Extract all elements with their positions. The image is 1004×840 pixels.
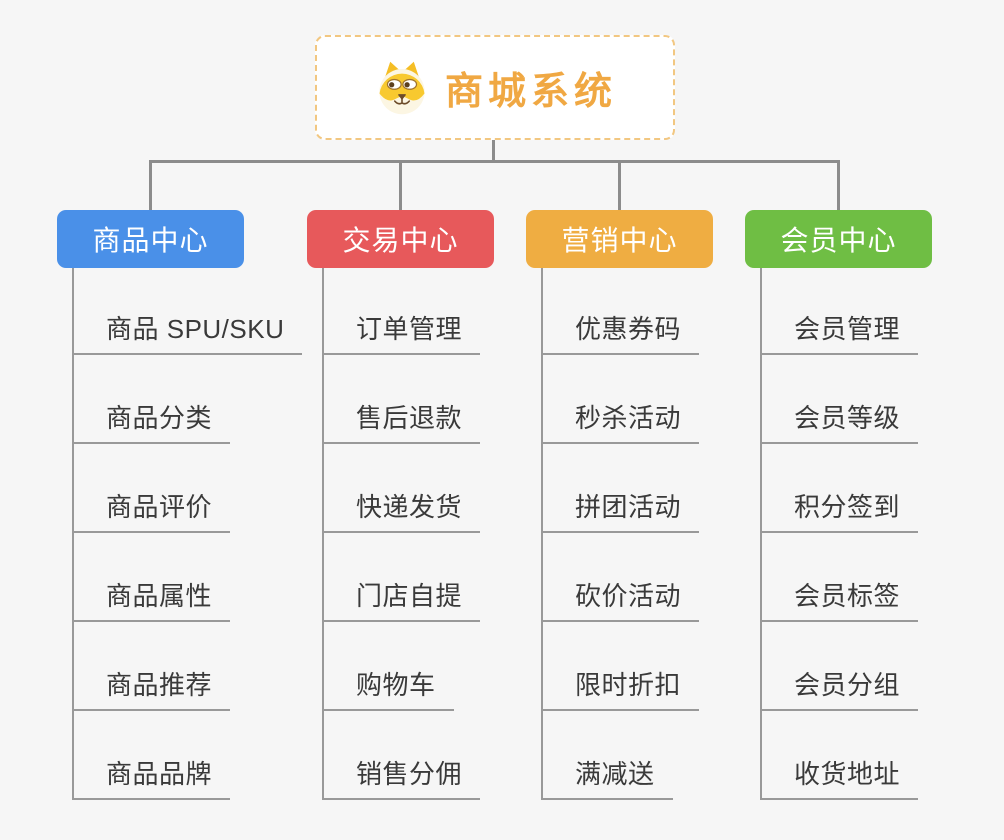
leaf-item[interactable]: 会员等级 [762, 403, 919, 444]
connector-drop-marketing [618, 160, 621, 210]
branch-leaves-trade-center: 订单管理 售后退款 快递发货 门店自提 购物车 销售分佣 [322, 268, 562, 800]
branch-node-member-center[interactable]: 会员中心 [745, 210, 932, 268]
leaf-item[interactable]: 商品品牌 [74, 759, 231, 800]
leaf-item[interactable]: 积分签到 [762, 492, 919, 533]
connector-horizontal-bar [149, 160, 840, 163]
connector-root-stem [492, 140, 495, 163]
branch-node-product-center[interactable]: 商品中心 [57, 210, 244, 268]
leaf-item[interactable]: 秒杀活动 [543, 403, 700, 444]
leaf-item[interactable]: 商品推荐 [74, 670, 231, 711]
root-node[interactable]: 商城系统 [315, 35, 675, 140]
leaf-item[interactable]: 销售分佣 [324, 759, 481, 800]
leaf-item[interactable]: 门店自提 [324, 581, 481, 622]
shiba-dog-face-icon [379, 61, 425, 114]
leaf-item[interactable]: 商品 SPU/SKU [74, 314, 303, 355]
branch-leaves-marketing-center: 优惠券码 秒杀活动 拼团活动 砍价活动 限时折扣 满减送 [541, 268, 781, 800]
leaf-item[interactable]: 拼团活动 [543, 492, 700, 533]
connector-drop-trade [399, 160, 402, 210]
leaf-item[interactable]: 商品属性 [74, 581, 231, 622]
branch-node-trade-center[interactable]: 交易中心 [307, 210, 494, 268]
connector-drop-product [149, 160, 152, 210]
leaf-item[interactable]: 售后退款 [324, 403, 481, 444]
leaf-item[interactable]: 会员管理 [762, 314, 919, 355]
connector-drop-member [837, 160, 840, 210]
leaf-item[interactable]: 砍价活动 [543, 581, 700, 622]
leaf-item[interactable]: 商品分类 [74, 403, 231, 444]
branch-leaves-product-center: 商品 SPU/SKU 商品分类 商品评价 商品属性 商品推荐 商品品牌 [72, 268, 312, 800]
leaf-item[interactable]: 商品评价 [74, 492, 231, 533]
leaf-item[interactable]: 快递发货 [324, 492, 481, 533]
branch-leaves-member-center: 会员管理 会员等级 积分签到 会员标签 会员分组 收货地址 [760, 268, 1000, 800]
leaf-item[interactable]: 优惠券码 [543, 314, 700, 355]
leaf-item[interactable]: 订单管理 [324, 314, 481, 355]
root-title: 商城系统 [444, 71, 617, 113]
leaf-item[interactable]: 会员分组 [762, 670, 919, 711]
branch-node-marketing-center[interactable]: 营销中心 [526, 210, 713, 268]
leaf-item[interactable]: 满减送 [543, 759, 673, 800]
leaf-item[interactable]: 购物车 [324, 670, 454, 711]
leaf-item[interactable]: 限时折扣 [543, 670, 700, 711]
leaf-item[interactable]: 会员标签 [762, 581, 919, 622]
leaf-item[interactable]: 收货地址 [762, 759, 919, 800]
